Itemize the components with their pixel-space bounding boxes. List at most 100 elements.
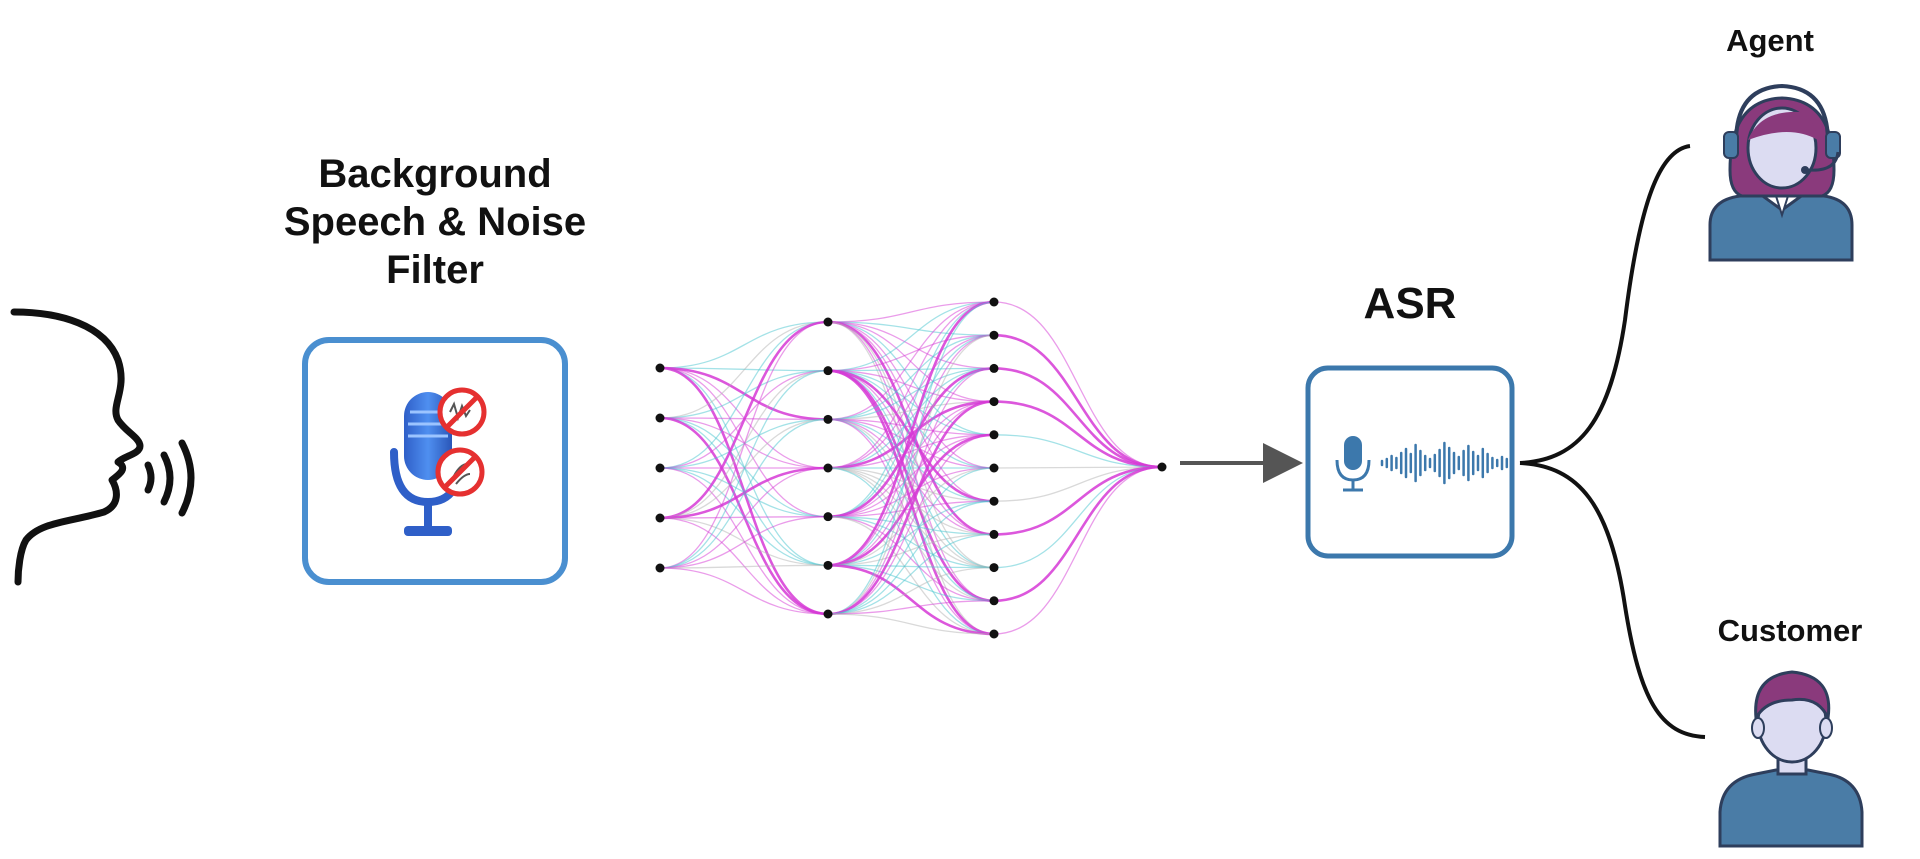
nn-node <box>1157 462 1167 472</box>
nn-node <box>823 512 833 522</box>
nn-node <box>823 414 833 424</box>
nn-node <box>655 563 665 573</box>
nn-connection <box>827 564 995 602</box>
agent-label: Agent <box>1726 23 1814 58</box>
sound-wave-2 <box>160 451 174 506</box>
nn-connection <box>827 321 995 469</box>
nn-connection <box>993 301 1163 468</box>
asr-title: ASR <box>1363 279 1457 328</box>
nn-connection <box>827 321 995 436</box>
nn-node <box>989 596 999 606</box>
nn-connection <box>659 517 829 615</box>
nn-connection <box>993 465 1163 603</box>
nn-connection <box>827 367 995 566</box>
speaking-head-icon <box>10 308 195 586</box>
nn-connection <box>827 301 995 420</box>
nn-connection <box>827 367 995 372</box>
nn-node <box>989 397 999 407</box>
nn-connection <box>827 301 995 323</box>
nn-connection <box>993 466 1163 469</box>
nn-connection <box>827 400 995 616</box>
nn-connection <box>827 433 995 567</box>
nn-connection <box>827 434 995 615</box>
nn-connection <box>993 434 1163 468</box>
nn-connection <box>827 566 995 615</box>
nn-connection <box>827 320 995 536</box>
nn-node <box>823 609 833 619</box>
nn-connection <box>827 367 995 469</box>
nn-connection <box>993 466 1163 569</box>
sound-wave-3 <box>178 439 195 517</box>
nn-node <box>989 297 999 307</box>
nn-connection <box>659 564 829 569</box>
nn-connection <box>993 367 1163 469</box>
nn-node <box>655 413 665 423</box>
noise-filter-title: Background Speech & Noise Filter <box>255 150 615 294</box>
sound-wave-1 <box>144 461 155 494</box>
nn-connection <box>827 418 995 635</box>
nn-connection <box>993 466 1163 635</box>
nn-connection <box>827 370 995 469</box>
no-noise-sign-icon <box>435 447 485 497</box>
nn-connection <box>659 370 829 569</box>
nn-node <box>989 430 999 440</box>
nn-connection <box>827 301 995 372</box>
nn-connection <box>659 321 829 419</box>
nn-connection <box>659 567 829 615</box>
filter-title-line-3: Filter <box>386 248 484 292</box>
nn-connection <box>827 334 995 469</box>
nn-connection <box>827 467 995 569</box>
nn-connection <box>827 516 995 635</box>
nn-connection <box>827 564 995 636</box>
noise-filter-box <box>302 337 568 585</box>
nn-node <box>823 560 833 570</box>
nn-connection <box>827 400 995 566</box>
nn-node <box>823 463 833 473</box>
nn-connection <box>827 301 995 469</box>
agent-headset-icon <box>1708 83 1854 262</box>
branch-to-customer <box>1519 461 1706 739</box>
nn-node <box>989 529 999 539</box>
nn-connection <box>659 467 829 566</box>
nn-connection <box>659 320 829 520</box>
branch-to-agent <box>1519 144 1691 465</box>
nn-connection <box>827 367 995 615</box>
nn-node <box>823 317 833 327</box>
nn-node <box>989 330 999 340</box>
nn-node <box>655 513 665 523</box>
microphone-waveform-icon <box>1335 436 1513 492</box>
nn-node <box>989 496 999 506</box>
nn-node <box>989 563 999 573</box>
nn-connection <box>659 321 829 469</box>
customer-label: Customer <box>1717 613 1863 648</box>
nn-connection <box>827 533 995 566</box>
nn-connection <box>827 321 995 602</box>
nn-connection <box>993 400 1163 469</box>
nn-connection <box>827 301 995 518</box>
nn-connection <box>659 321 829 569</box>
nn-connection <box>993 465 1163 536</box>
nn-connection <box>827 500 995 566</box>
nn-connection <box>659 516 829 569</box>
nn-connection <box>827 467 995 566</box>
nn-connection <box>827 334 995 615</box>
nn-connection <box>827 334 995 518</box>
neural-network <box>655 297 1167 639</box>
nn-connection <box>827 334 995 566</box>
nn-connection <box>827 516 995 602</box>
nn-connection <box>827 321 995 635</box>
nn-connection <box>659 418 829 569</box>
no-speech-sign-icon <box>437 387 487 437</box>
nn-node <box>989 363 999 373</box>
nn-connection <box>827 321 995 403</box>
nn-connection <box>659 417 829 518</box>
nn-connection <box>827 418 995 569</box>
nn-connection <box>827 613 995 635</box>
nn-node <box>989 463 999 473</box>
nn-connection <box>659 321 829 369</box>
filter-title-line-1: Background <box>318 152 552 196</box>
customer-avatar-icon <box>1718 670 1864 848</box>
nn-connection <box>827 367 995 420</box>
nn-connection <box>827 467 995 615</box>
